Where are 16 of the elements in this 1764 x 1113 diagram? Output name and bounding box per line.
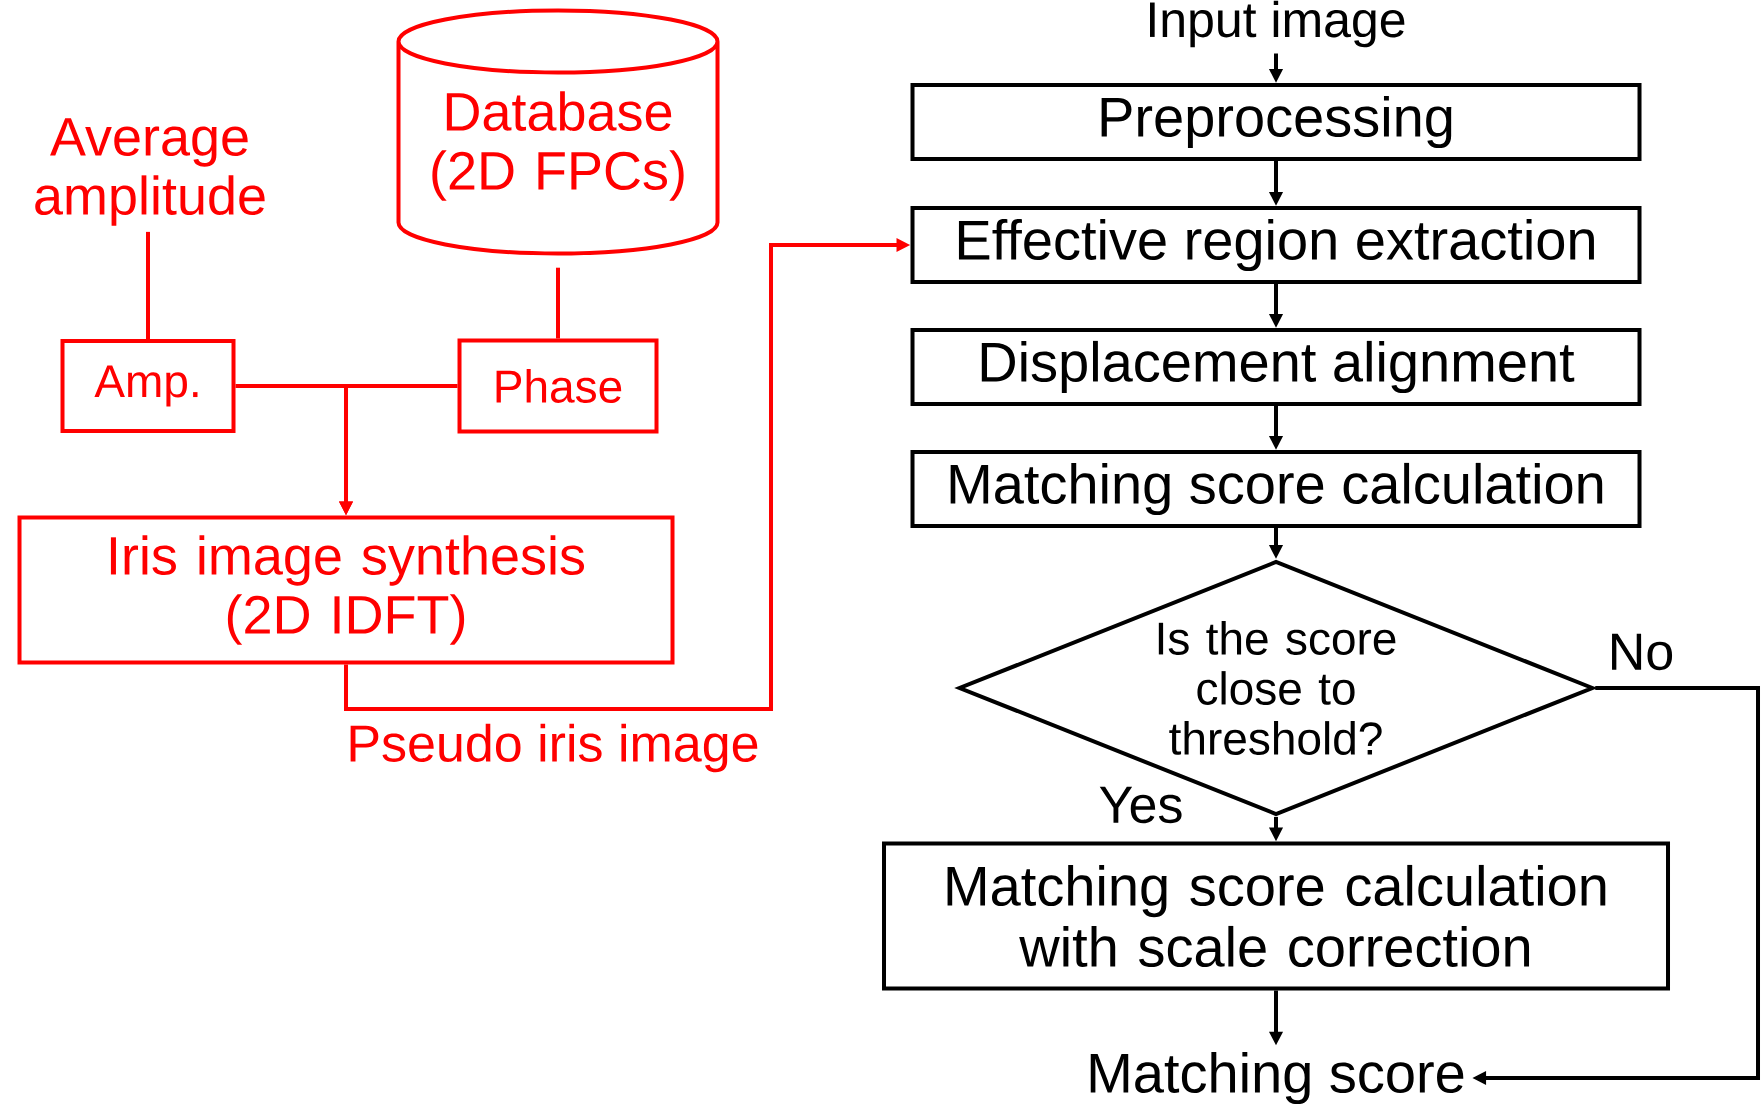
process-box: Displacement alignment [910,328,1642,406]
flow-text: Average amplitude [35,118,265,226]
process-box: Matching score calculation with scale correction [882,841,1670,991]
edge-label: No [1605,631,1677,673]
edge-label: Pseudo iris image [344,721,762,775]
process-box: Iris image synthesis (2D IDFT) [17,515,675,665]
connector-line [146,231,150,339]
process-box: Amp. [60,339,236,433]
process-box: Phase [457,338,659,434]
flow-text: Matching score [1090,1051,1464,1105]
process-box: Effective region extraction [910,206,1642,284]
process-box: Preprocessing [910,83,1642,161]
process-box: Matching score calculation [910,450,1642,528]
flow-text: Input image [1150,0,1405,48]
database-cylinder: Database (2D FPCs) [396,8,720,256]
connector-line [556,267,560,339]
